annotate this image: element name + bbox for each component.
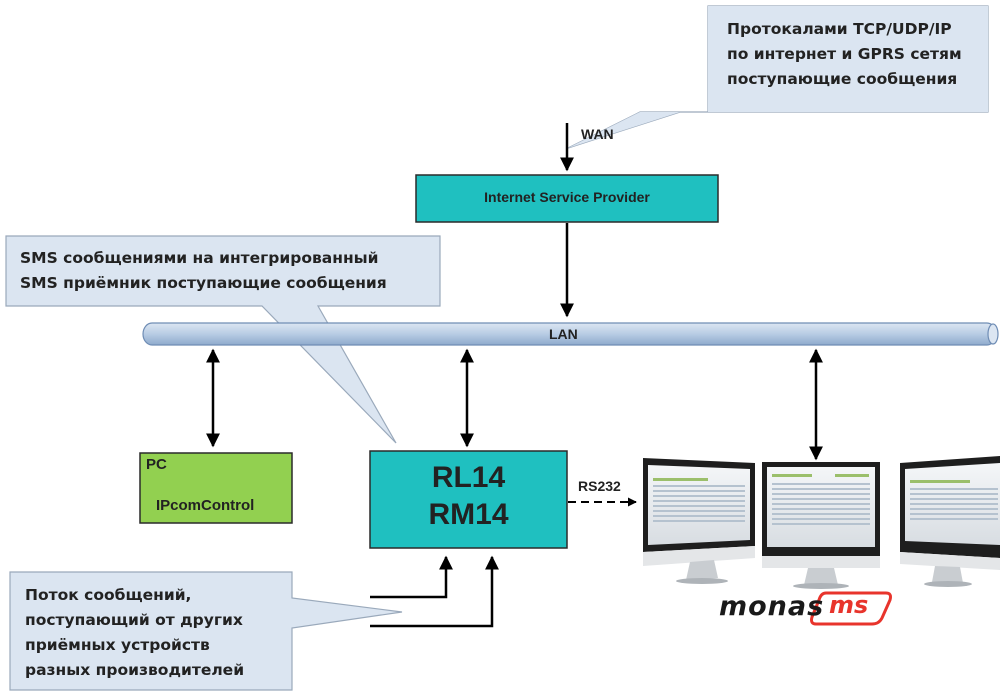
rs232-label: RS232 [578,478,621,494]
receiver-label-2: RM14 [428,498,509,531]
stream-line-1 [370,555,453,599]
callout-internet-line3: поступающие сообщения [727,70,958,88]
callout-sms-line2: SMS приёмник поступающие сообщения [20,274,387,292]
wan-label: WAN [581,126,614,142]
callout-stream: Поток сообщений, поступающий от других п… [25,583,244,683]
isp-box [415,174,719,223]
callout-internet: Протокалами TCP/UDP/IP по интернет и GPR… [727,17,962,92]
callout-stream-line1: Поток сообщений, [25,586,192,604]
stream-line-2 [370,555,499,628]
callout-sms-line1: SMS сообщениями на интегрированный [20,249,379,267]
monitor-right [900,456,1000,587]
callout-sms: SMS сообщениями на интегрированный SMS п… [20,246,387,296]
ms-logo-badge-text: ms [829,591,869,619]
pc-app-label: IPcomControl [156,497,255,514]
isp-label: Internet Service Provider [484,189,650,205]
monas-logo-text: monas [719,591,825,622]
lan-label: LAN [549,326,578,342]
callout-stream-line4: разных производителей [25,661,245,679]
monitor-center [762,462,880,589]
callout-sms-shape [5,235,441,444]
receiver-label-1: RL14 [431,461,506,494]
callout-stream-shape [9,571,403,691]
pc-box [139,452,293,524]
callout-stream-line2: поступающий от других [25,611,243,629]
callout-stream-line3: приёмных устройств [25,636,210,654]
callout-internet-line2: по интернет и GPRS сетям [727,45,962,63]
monas-logo-badge [810,591,892,626]
monitor-left [643,458,755,584]
pc-title: PC [146,456,167,473]
callout-internet-line1: Протокалами TCP/UDP/IP [727,20,952,38]
receiver-box [369,450,568,549]
